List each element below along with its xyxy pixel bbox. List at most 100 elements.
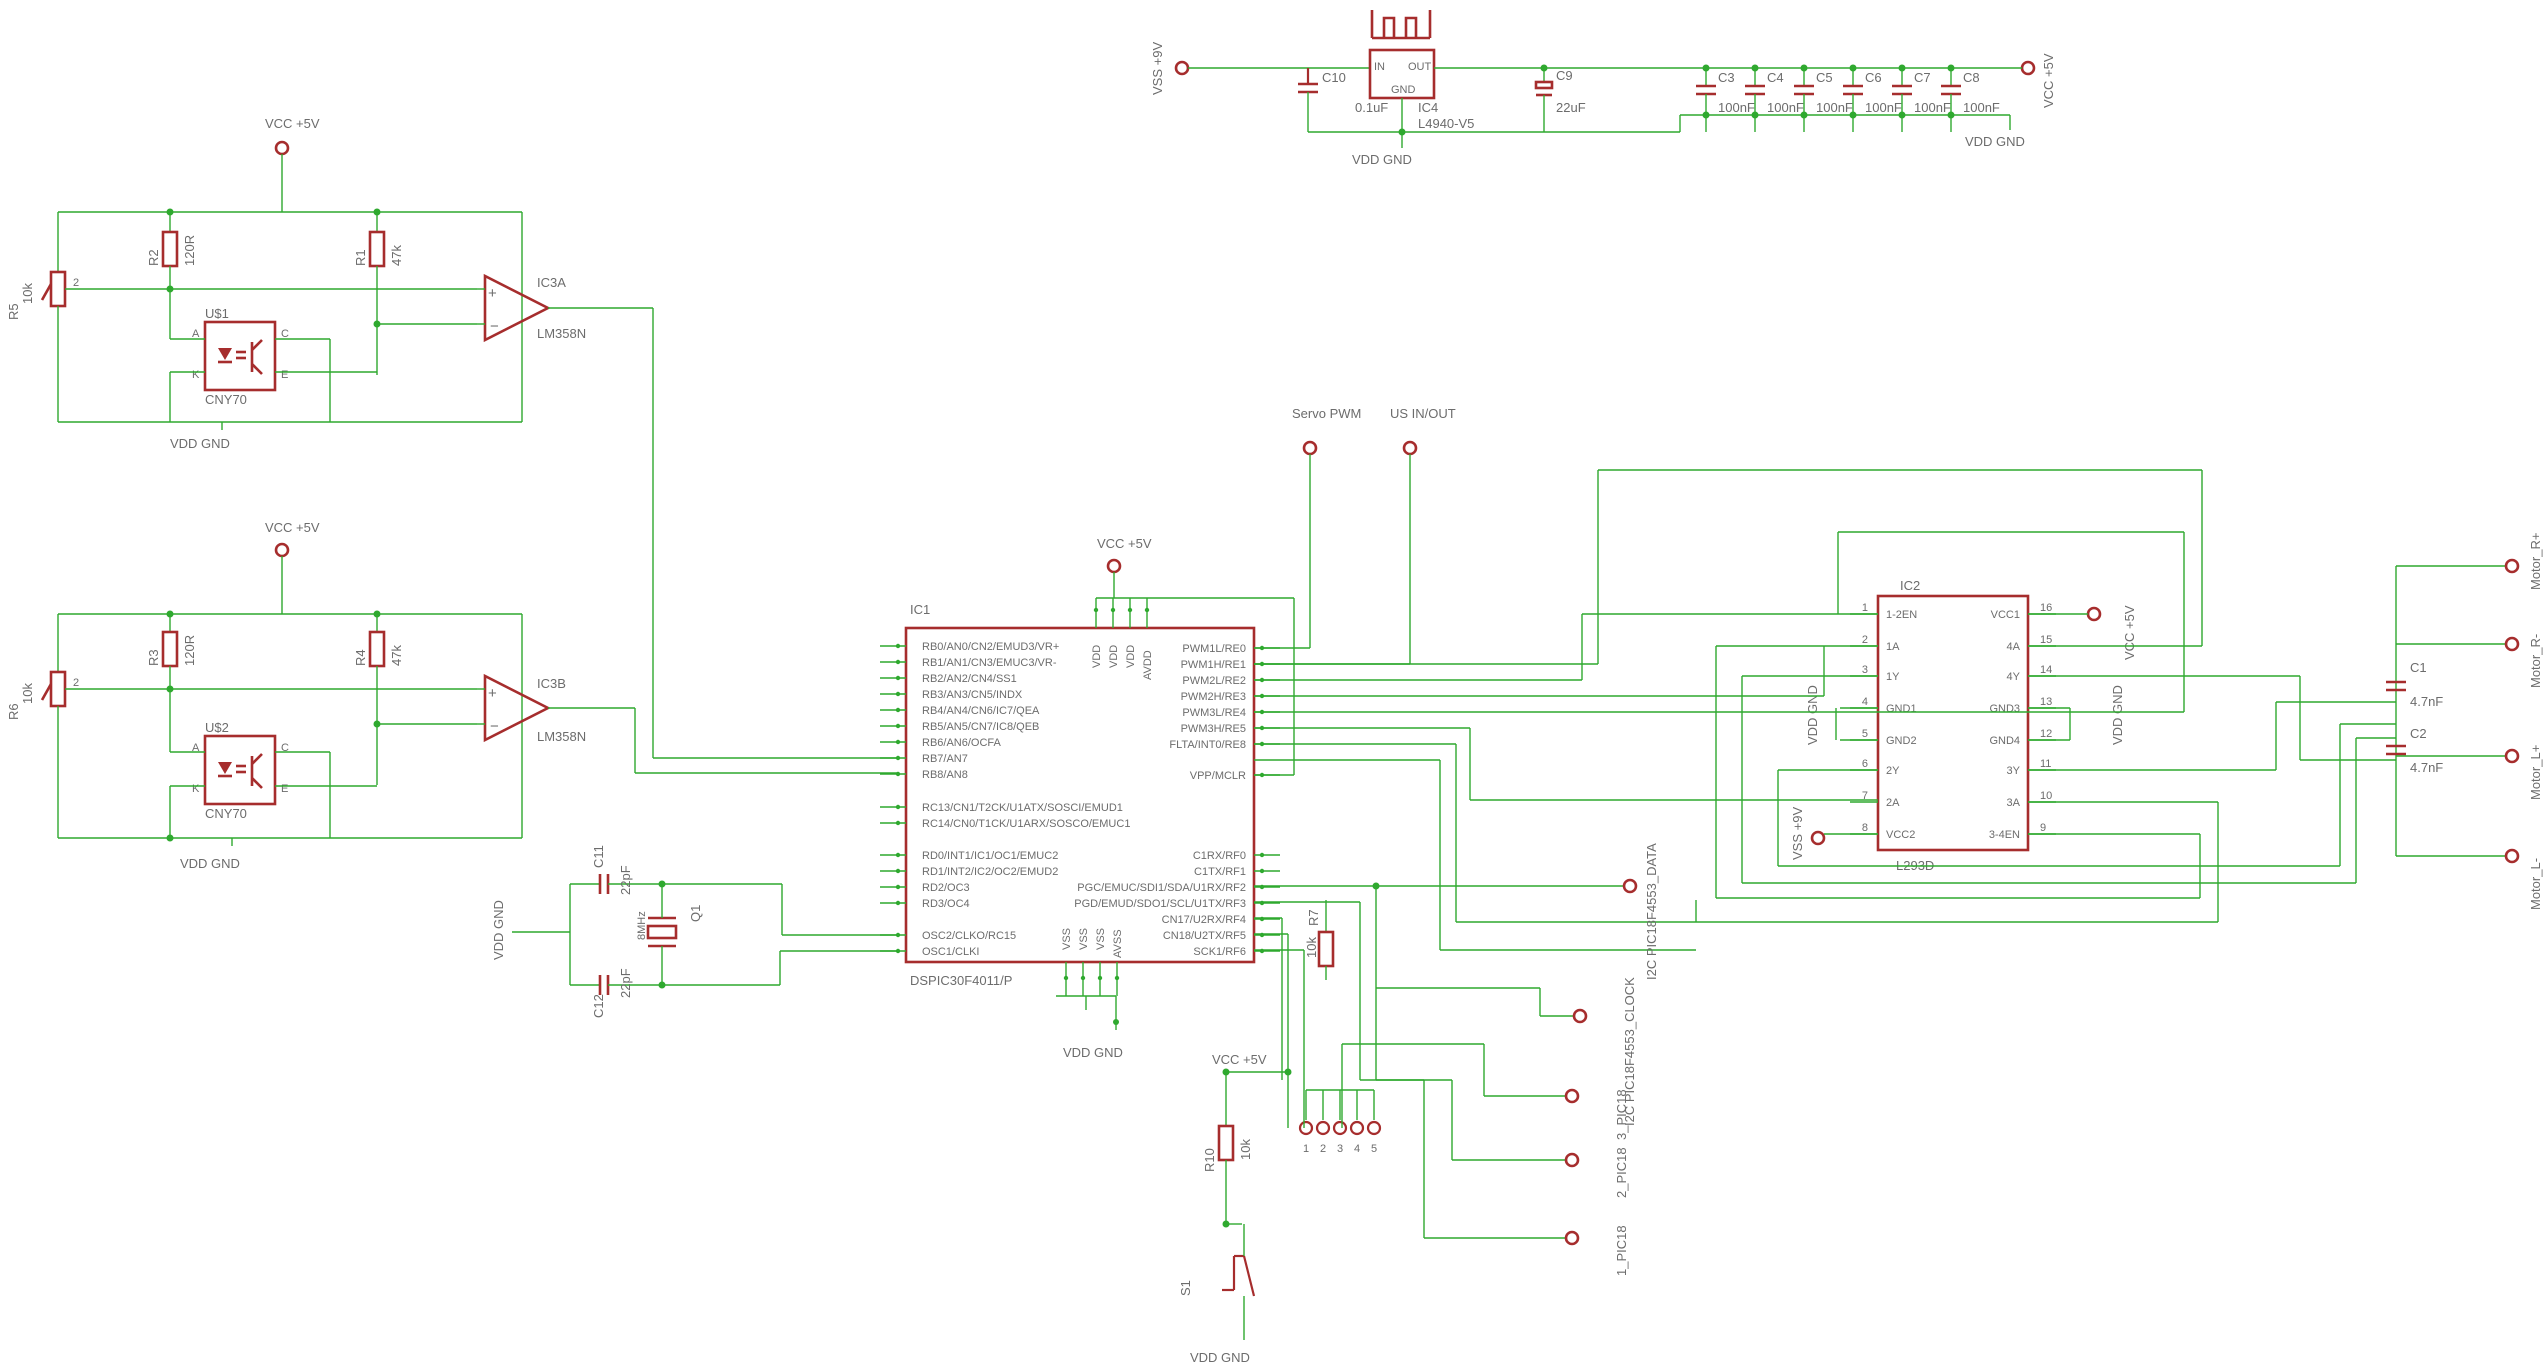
svg-text:K: K <box>192 783 200 795</box>
i2c-data-connector[interactable] <box>1622 878 1638 894</box>
svg-text:7: 7 <box>1862 790 1868 802</box>
svg-text:100nF: 100nF <box>1767 100 1804 115</box>
mcu-pin-label: RB8/AN8 <box>922 769 968 781</box>
mcu-pin-label: VPP/MCLR <box>1190 770 1246 782</box>
svg-text:16: 16 <box>2040 602 2052 614</box>
svg-text:C: C <box>281 742 289 754</box>
optocoupler-u2: A K C E U$2 CNY70 <box>192 720 289 821</box>
driver-ic2: IC2 L293D 11-2EN21A31Y4GND15GND262Y72A8V… <box>1790 578 2137 873</box>
svg-text:0.1uF: 0.1uF <box>1355 100 1388 115</box>
mcu-pin-label: PGC/EMUC/SDI1/SDA/U1RX/RF2 <box>1077 882 1246 894</box>
resistor-r7: R7 10k <box>1304 900 1335 980</box>
regulator-ic4: IN OUT GND IC4 L4940-V5 <box>1368 10 1474 131</box>
svg-text:2_PIC18: 2_PIC18 <box>1614 1147 1629 1198</box>
mcu-pin-label: RB6/AN6/OCFA <box>922 737 1002 749</box>
driver-pin-label: 4A <box>2007 641 2021 653</box>
pic1-connector[interactable] <box>1564 1230 1580 1246</box>
svg-text:GND: GND <box>1391 84 1416 96</box>
resistor-r10: R10 10k <box>1202 1072 1253 1224</box>
mcu-pin-label: CN17/U2RX/RF4 <box>1162 914 1246 926</box>
svg-text:2: 2 <box>1862 634 1868 646</box>
mcu-pin-label: RD1/INT2/IC2/OC2/EMUD2 <box>922 866 1058 878</box>
svg-text:1: 1 <box>1862 602 1868 614</box>
svg-text:22pF: 22pF <box>618 865 633 895</box>
vcc5-symbol-sensor1 <box>274 140 290 156</box>
svg-text:R6: R6 <box>6 703 21 720</box>
driver-pin-label: GND3 <box>1989 703 2020 715</box>
motor-l-minus-connector[interactable] <box>2504 848 2520 864</box>
vss9-supply-symbol <box>1174 60 1190 76</box>
svg-text:VCC +5V: VCC +5V <box>2122 605 2137 660</box>
mcu-pin-label: RD3/OC4 <box>922 898 970 910</box>
us-connector[interactable] <box>1402 440 1418 456</box>
motor-r-plus-connector[interactable] <box>2504 558 2520 574</box>
svg-text:VDD GND: VDD GND <box>170 436 230 451</box>
svg-text:100nF: 100nF <box>1718 100 1755 115</box>
svg-text:I2C PIC18F4553_CLOCK: I2C PIC18F4553_CLOCK <box>1622 977 1637 1126</box>
svg-text:4.7nF: 4.7nF <box>2410 694 2443 709</box>
svg-text:E: E <box>281 369 288 381</box>
driver-pin-label: VCC1 <box>1991 609 2020 621</box>
mcu-pin-label: RB5/AN5/CN7/IC8/QEB <box>922 721 1039 733</box>
mcu-pin-label: PWM2L/RE2 <box>1182 675 1246 687</box>
svg-text:22pF: 22pF <box>618 968 633 998</box>
svg-text:+: + <box>488 285 497 302</box>
svg-text:VDD GND: VDD GND <box>2110 685 2125 745</box>
resistor-r3: R3 120R <box>146 614 197 752</box>
svg-text:C4: C4 <box>1767 70 1784 85</box>
svg-text:VSS +9V: VSS +9V <box>1790 807 1805 860</box>
mcu-pin-label: SCK1/RF6 <box>1193 946 1246 958</box>
driver-pin-label: 3-4EN <box>1989 829 2020 841</box>
motor-l-plus-connector[interactable] <box>2504 748 2520 764</box>
sensor1-section: VCC +5V R5 10k 2 R2 120R R1 <box>6 116 898 759</box>
svg-text:VCC +5V: VCC +5V <box>1212 1052 1267 1067</box>
svg-text:C3: C3 <box>1718 70 1735 85</box>
gnd-label-regulator: VDD GND <box>1352 152 1412 167</box>
mcu-pin-label: VDD <box>1125 645 1137 668</box>
svg-text:15: 15 <box>2040 634 2052 646</box>
pic3-connector[interactable] <box>1564 1088 1580 1104</box>
mcu-pin-label: VDD <box>1108 645 1120 668</box>
svg-text:L4940-V5: L4940-V5 <box>1418 116 1474 131</box>
svg-text:VDD GND: VDD GND <box>1805 685 1820 745</box>
svg-text:22uF: 22uF <box>1556 100 1586 115</box>
mcu-pin-label: C1RX/RF0 <box>1193 850 1246 862</box>
mcu-ic1: IC1 DSPIC30F4011/P RB0/AN0/CN2/EMUD3/VR+… <box>880 536 1295 1060</box>
svg-text:C8: C8 <box>1963 70 1980 85</box>
svg-text:8: 8 <box>1862 822 1868 834</box>
pic2-connector[interactable] <box>1564 1152 1580 1168</box>
driver-pin-label: GND2 <box>1886 735 1917 747</box>
svg-text:Motor_L-: Motor_L- <box>2528 858 2543 910</box>
svg-text:VCC +5V: VCC +5V <box>2041 53 2056 108</box>
svg-text:R5: R5 <box>6 303 21 320</box>
svg-text:6: 6 <box>1862 758 1868 770</box>
svg-text:8MHz: 8MHz <box>636 911 648 940</box>
svg-text:R2: R2 <box>146 249 161 266</box>
capacitor-c10: C10 0.1uF <box>1298 68 1388 132</box>
svg-text:10: 10 <box>2040 790 2052 802</box>
crystal-q1: Q1 8MHz <box>636 884 703 985</box>
capacitor-c1: C1 4.7nF <box>2386 660 2443 709</box>
svg-text:LM358N: LM358N <box>537 729 586 744</box>
svg-text:4: 4 <box>1862 696 1868 708</box>
gnd-label-decoupling: VDD GND <box>1965 134 2025 149</box>
mcu-pin-label: CN18/U2TX/RF5 <box>1163 930 1246 942</box>
pushbutton-s1[interactable]: S1 <box>1178 1224 1256 1340</box>
servo-pwm-connector[interactable] <box>1302 440 1318 456</box>
svg-text:Motor_R+: Motor_R+ <box>2528 533 2543 590</box>
mcu-pin-label: OSC1/CLKI <box>922 946 979 958</box>
svg-text:14: 14 <box>2040 664 2052 676</box>
i2c-clock-connector[interactable] <box>1572 1008 1588 1024</box>
mcu-pin-label: PGD/EMUD/SDO1/SCL/U1TX/RF3 <box>1074 898 1246 910</box>
motor-r-minus-connector[interactable] <box>2504 636 2520 652</box>
svg-text:IC1: IC1 <box>910 602 930 617</box>
svg-text:1_PIC18: 1_PIC18 <box>1614 1225 1629 1276</box>
vss9-symbol-driver <box>1810 830 1826 846</box>
driver-pin-label: 2Y <box>1886 765 1900 777</box>
mcu-pin-label: PWM1H/RE1 <box>1181 659 1246 671</box>
driver-pin-label: GND4 <box>1989 735 2020 747</box>
header-pin-number: 1 <box>1303 1143 1309 1155</box>
